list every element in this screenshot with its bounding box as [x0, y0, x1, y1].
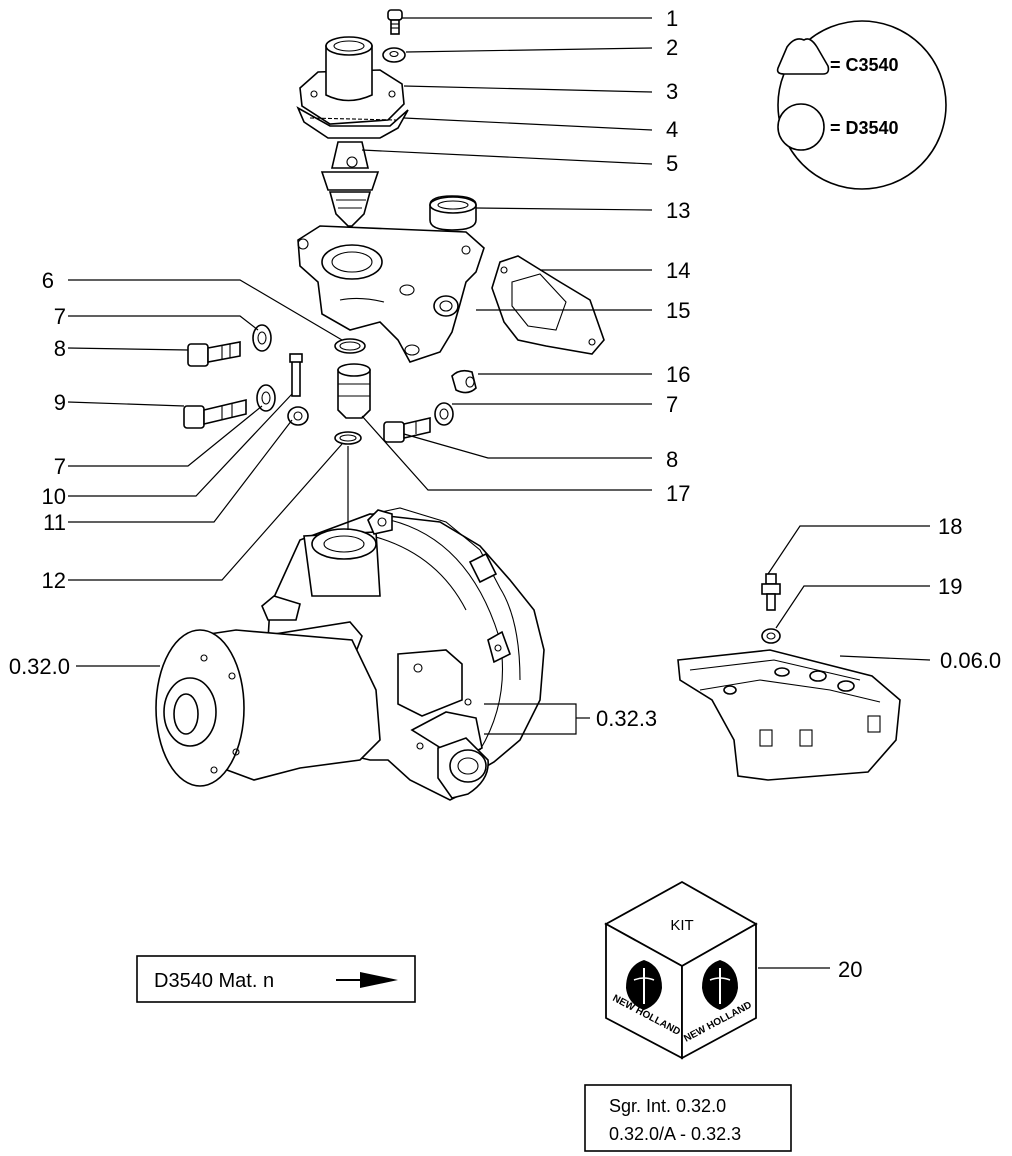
new-holland-leaf-logo-icon — [702, 960, 738, 1010]
callout-15: 15 — [666, 298, 690, 323]
callout-14: 14 — [666, 258, 690, 283]
model-box-label: D3540 Mat. n — [154, 970, 274, 992]
thermostat-assembly — [183, 9, 605, 445]
callout-numbers: 1 2 3 4 5 13 14 15 16 7 8 17 6 7 8 9 7 1… — [9, 6, 1001, 982]
callout-8-left: 8 — [54, 336, 66, 361]
callout-16: 16 — [666, 362, 690, 387]
callout-11: 11 — [43, 510, 66, 535]
seal-ring-part-13 — [429, 195, 477, 231]
plug-part-16 — [451, 369, 477, 394]
callout-12: 12 — [42, 568, 66, 593]
subgroup-line-2: 0.32.0/A - 0.32.3 — [609, 1124, 741, 1144]
nut-part-11 — [287, 406, 309, 426]
callout-1: 1 — [666, 6, 678, 31]
ref-pump: 0.32.0 — [9, 654, 70, 679]
temperature-sensor-part-18 — [761, 573, 781, 611]
model-box: D3540 Mat. n — [136, 955, 416, 1003]
subgroup-note: Sgr. Int. 0.32.0 0.32.0/A - 0.32.3 — [584, 1084, 792, 1152]
ref-pump-fitting: 0.32.3 — [596, 706, 657, 731]
leader-lines — [67, 17, 931, 969]
callout-7-left-top: 7 — [54, 304, 66, 329]
washer-part-19 — [761, 628, 781, 644]
callout-7-left-bottom: 7 — [54, 454, 66, 479]
new-holland-leaf-logo-icon — [626, 960, 662, 1010]
callout-5: 5 — [666, 151, 678, 176]
ref-cylinder-head: 0.06.0 — [940, 648, 1001, 673]
kit-cube: KIT NEW HOLLAND NEW HOLLAND — [604, 880, 758, 1060]
circle-icon — [777, 103, 825, 151]
bolt-part-8a — [187, 341, 241, 367]
gasket-part-4 — [296, 106, 409, 139]
callout-7-right: 7 — [666, 392, 678, 417]
screw-part-1 — [387, 9, 403, 35]
o-ring-part-12 — [334, 431, 362, 445]
callout-20: 20 — [838, 957, 862, 982]
washer-part-7c — [434, 402, 454, 426]
o-ring-part-6 — [334, 338, 366, 354]
washer-part-2 — [382, 47, 406, 63]
callout-13: 13 — [666, 198, 690, 223]
thermostat-part-5 — [320, 141, 380, 227]
stud-part-10 — [289, 353, 303, 397]
water-pump-body — [155, 507, 545, 801]
callout-3: 3 — [666, 79, 678, 104]
valve-part-17 — [337, 363, 371, 419]
cylinder-head — [677, 649, 901, 781]
bolt-part-8b — [383, 416, 431, 443]
callout-10: 10 — [42, 484, 66, 509]
bolt-part-9 — [183, 398, 247, 429]
callout-2: 2 — [666, 35, 678, 60]
outlet-cover-part-3 — [299, 36, 405, 125]
thermostat-housing-part-15 — [297, 225, 485, 363]
legend-label-c3540: = C3540 — [830, 55, 899, 75]
subgroup-line-1: Sgr. Int. 0.32.0 — [609, 1096, 726, 1116]
callout-6: 6 — [42, 268, 54, 293]
callout-9: 9 — [54, 390, 66, 415]
callout-18: 18 — [938, 514, 962, 539]
callout-8-right: 8 — [666, 447, 678, 472]
callout-4: 4 — [666, 117, 678, 142]
variant-legend: = C3540 = D3540 — [776, 20, 947, 190]
arrow-right-icon — [336, 972, 398, 988]
rounded-triangle-icon — [776, 38, 830, 75]
callout-19: 19 — [938, 574, 962, 599]
housing-gasket-part-14 — [491, 255, 605, 355]
callout-17: 17 — [666, 481, 690, 506]
legend-label-d3540: = D3540 — [830, 118, 899, 138]
washer-part-7a — [252, 324, 272, 352]
washer-part-7b — [256, 384, 276, 412]
kit-label: KIT — [670, 917, 693, 934]
